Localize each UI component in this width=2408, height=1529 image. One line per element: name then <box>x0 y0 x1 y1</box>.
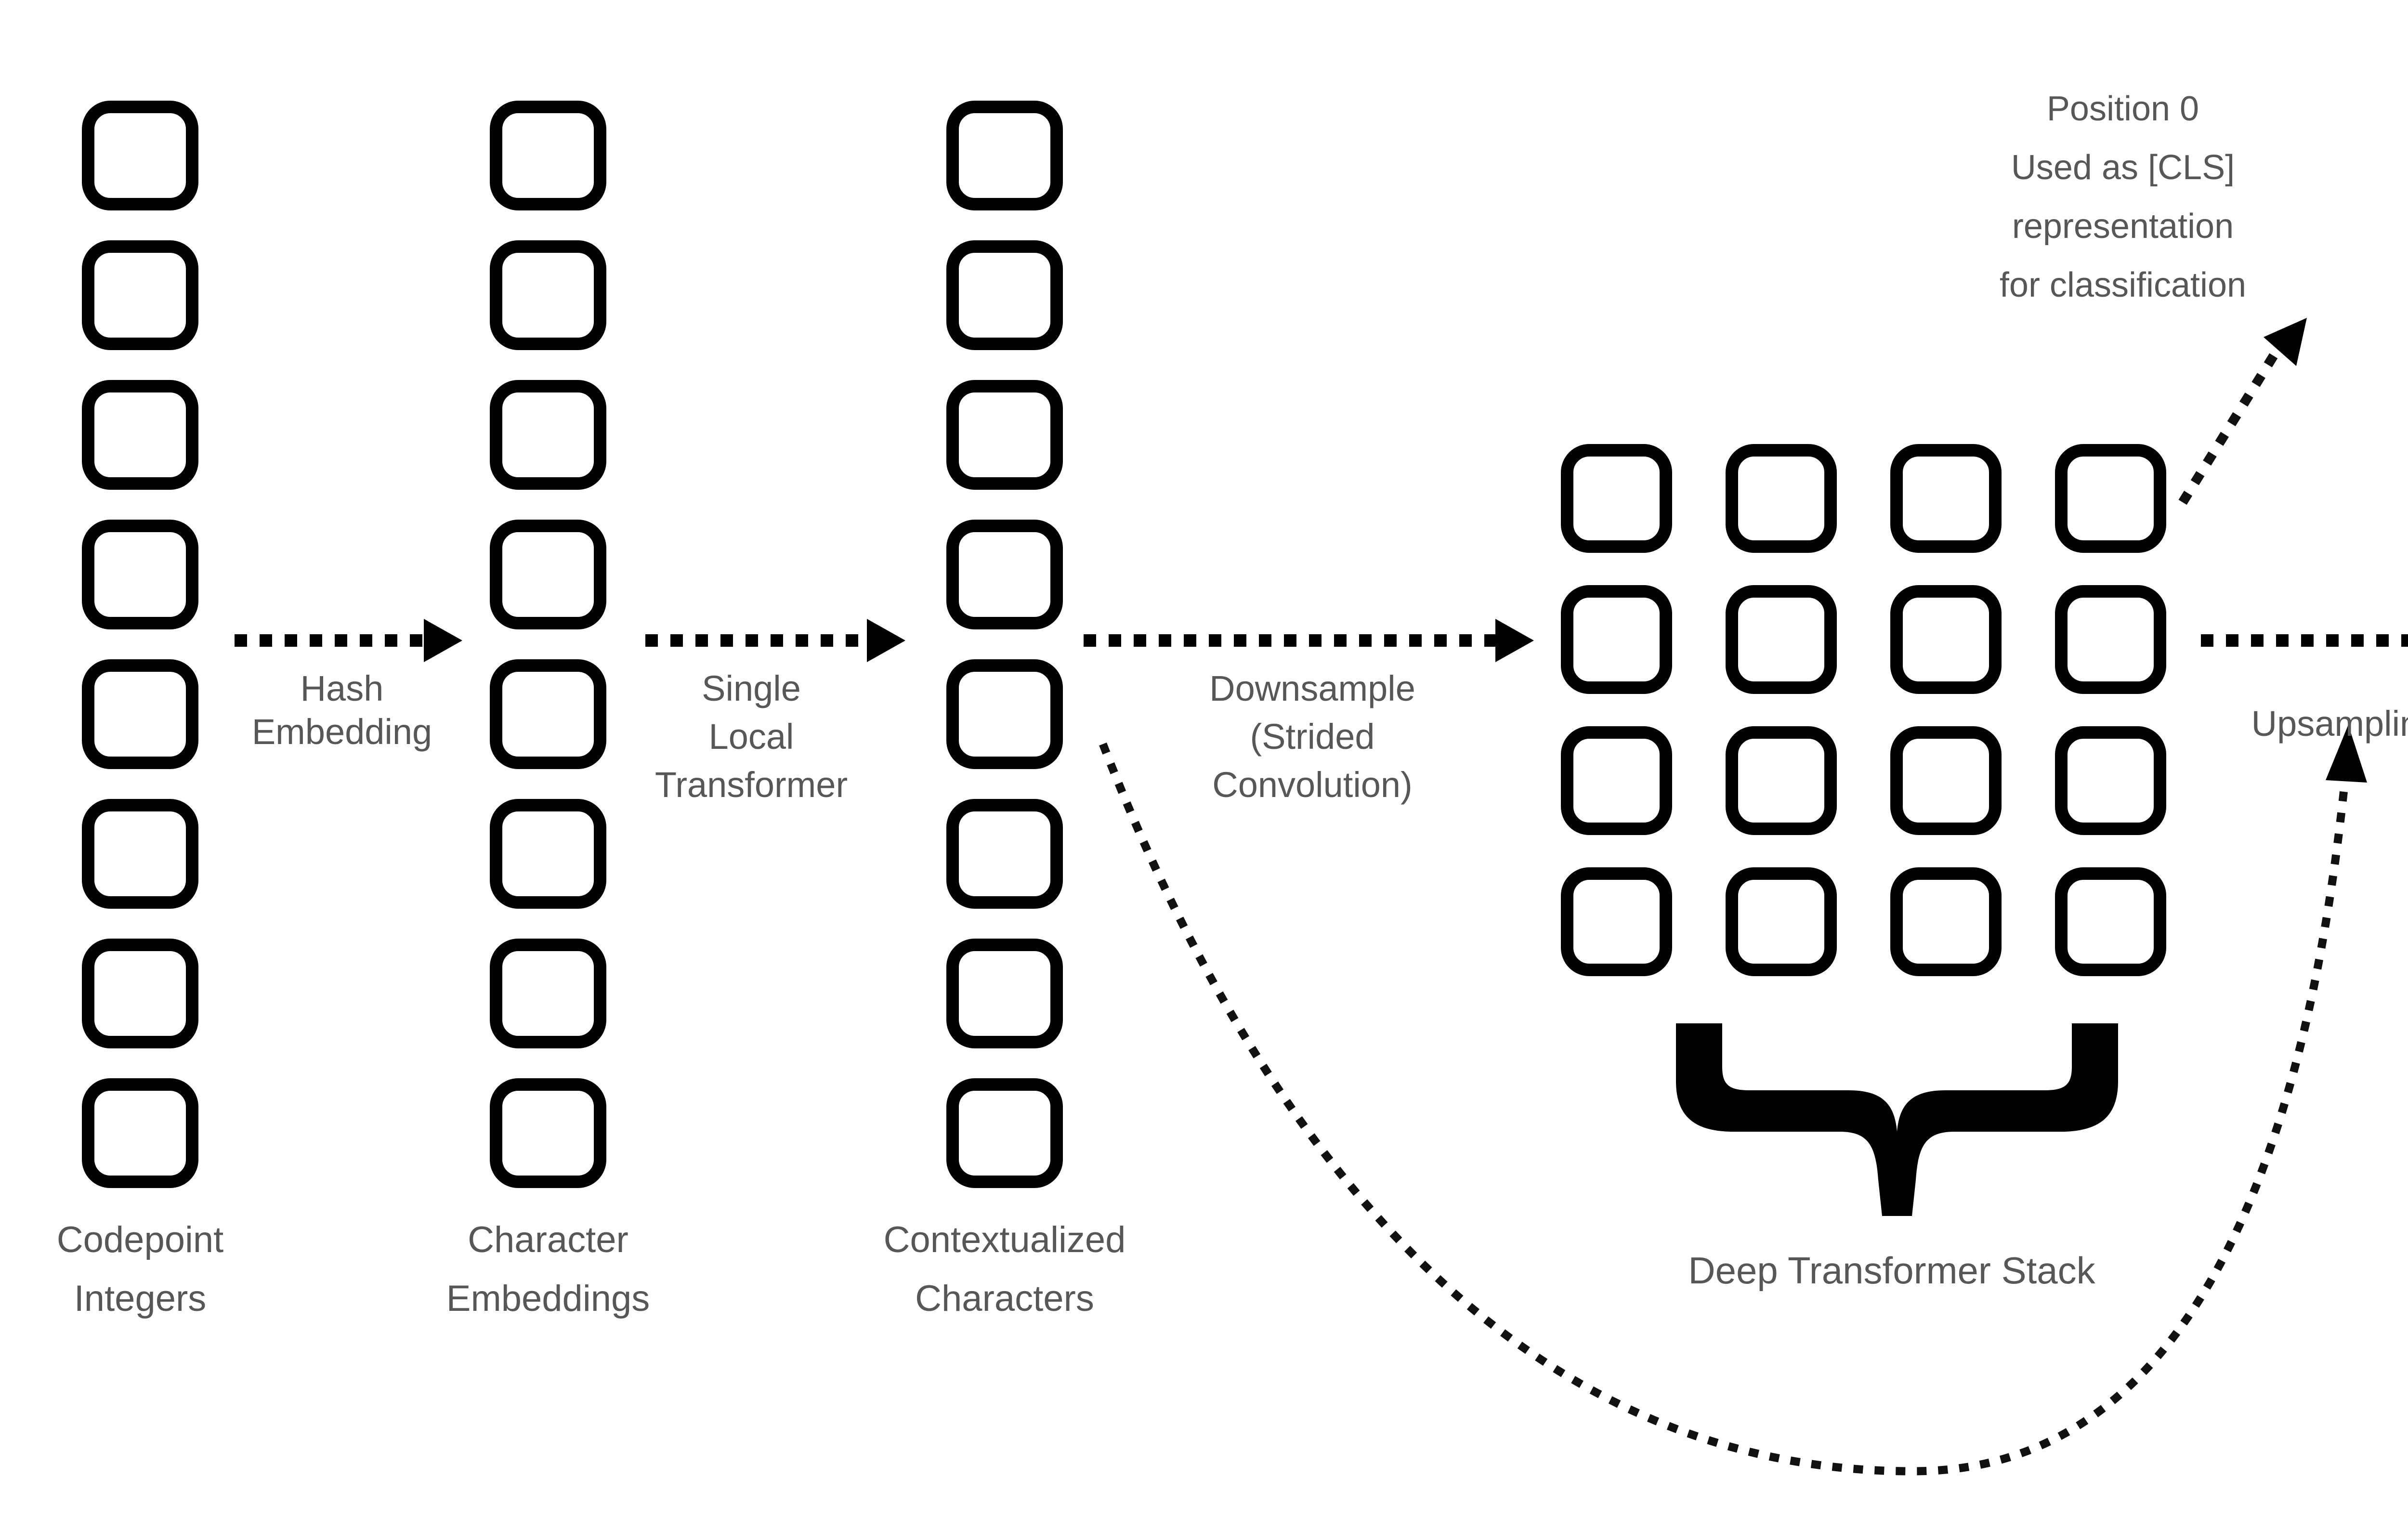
cell-box <box>82 939 198 1048</box>
cell-box <box>82 1078 198 1188</box>
cell-box <box>2055 726 2166 835</box>
cell-box <box>1726 444 1837 553</box>
op-label-line: Transformer <box>655 765 848 805</box>
cell-box <box>82 520 198 629</box>
op-label-downsample: Downsample (Strided Convolution) <box>1209 668 1415 805</box>
annotation-line: Used as [CLS] <box>2011 148 2235 187</box>
op-label-line: Convolution) <box>1212 765 1412 805</box>
op-label-upsampling: Upsampling <box>2251 704 2408 744</box>
cell-box <box>490 659 606 769</box>
column-label-codepoint-integers: Codepoint Integers <box>57 1219 224 1319</box>
cell-box <box>82 799 198 909</box>
cell-box <box>82 659 198 769</box>
cell-box <box>1726 867 1837 976</box>
arrow-hash-embedding <box>235 619 462 662</box>
cell-box <box>490 520 606 629</box>
op-label-line: (Strided <box>1250 717 1374 757</box>
annotation-cls-note: Position 0 Used as [CLS] representation … <box>2000 90 2246 304</box>
op-label-line: Downsample <box>1209 668 1415 708</box>
cell-box <box>1890 867 2002 976</box>
cell-box <box>490 799 606 909</box>
annotation-line: for classification <box>2000 266 2246 304</box>
cell-box <box>2055 867 2166 976</box>
cell-box <box>82 380 198 490</box>
op-label-line: Upsampling <box>2251 704 2408 744</box>
cell-box <box>1561 867 1672 976</box>
cell-box <box>2055 585 2166 694</box>
arrow-upsampling <box>2201 634 2408 647</box>
cell-box <box>490 240 606 350</box>
cell-box <box>1890 444 2002 553</box>
annotation-line: Position 0 <box>2047 90 2199 128</box>
cell-box <box>946 240 1063 350</box>
column-label-line: Contextualized <box>884 1219 1126 1260</box>
cell-box <box>946 520 1063 629</box>
column-label-line: Character <box>468 1219 628 1260</box>
column-label-line: Integers <box>74 1278 207 1319</box>
column-contextualized-characters <box>946 101 1063 1188</box>
cell-box <box>82 240 198 350</box>
column-codepoint-integers <box>82 101 198 1188</box>
deep-transformer-stack-brace <box>1676 1023 2118 1216</box>
cell-box <box>1561 585 1672 694</box>
op-label-line: Single <box>702 668 801 708</box>
cell-box <box>1561 726 1672 835</box>
op-label-line: Hash <box>301 668 384 708</box>
cell-box <box>946 659 1063 769</box>
grid-deep-transformer-stack <box>1561 444 2166 976</box>
cell-box <box>490 101 606 210</box>
cell-box <box>946 1078 1063 1188</box>
column-character-embeddings <box>490 101 606 1188</box>
column-label-line: Codepoint <box>57 1219 224 1260</box>
cell-box <box>2055 444 2166 553</box>
cell-box <box>1890 726 2002 835</box>
column-label-line: Deep Transformer Stack <box>1688 1249 2095 1292</box>
cell-box <box>946 380 1063 490</box>
op-label-line: Embedding <box>252 712 432 752</box>
cell-box <box>490 939 606 1048</box>
column-label-character-embeddings: Character Embeddings <box>446 1219 650 1319</box>
cell-box <box>946 799 1063 909</box>
arrow-single-local-transformer <box>645 619 905 662</box>
cell-box <box>1890 585 2002 694</box>
cell-box <box>490 380 606 490</box>
cell-box <box>1726 726 1837 835</box>
annotation-line: representation <box>2012 207 2234 246</box>
arrow-downsample <box>1084 619 1534 662</box>
arrow-residual-skip-curve <box>1099 725 2367 1476</box>
arrow-cls-annotation <box>2178 318 2307 505</box>
op-label-hash-embedding: Hash Embedding <box>252 668 432 752</box>
cell-box <box>1561 444 1672 553</box>
column-label-deep-transformer-stack: Deep Transformer Stack <box>1688 1249 2095 1292</box>
cell-box <box>946 101 1063 210</box>
cell-box <box>82 101 198 210</box>
cell-box <box>1726 585 1837 694</box>
column-label-line: Characters <box>915 1278 1094 1319</box>
column-label-contextualized-characters: Contextualized Characters <box>884 1219 1126 1319</box>
op-label-line: Local <box>709 717 794 757</box>
cell-box <box>490 1078 606 1188</box>
column-label-line: Embeddings <box>446 1278 650 1319</box>
op-label-single-local-transformer: Single Local Transformer <box>655 668 848 805</box>
cell-box <box>946 939 1063 1048</box>
